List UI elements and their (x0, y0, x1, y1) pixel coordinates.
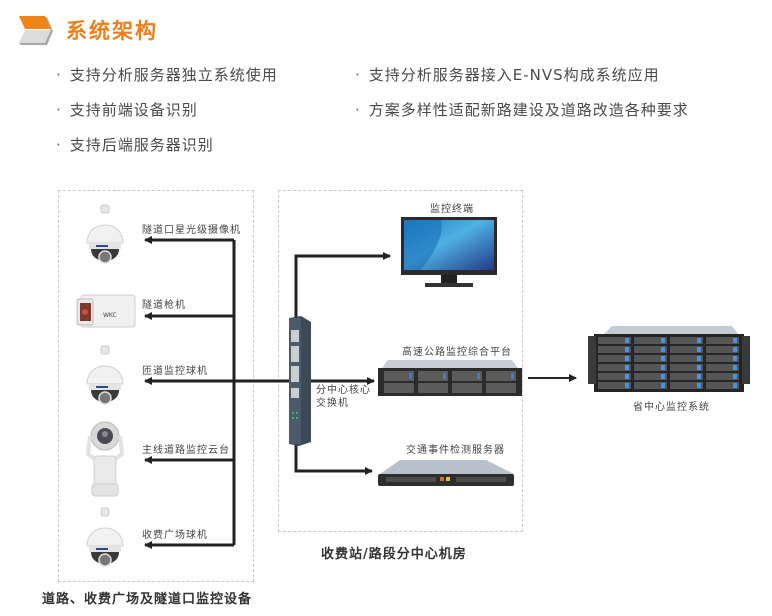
drive-led (733, 365, 737, 370)
feature-item: ·支持前端设备识别 (56, 101, 198, 119)
drive-bay (670, 355, 703, 362)
device-label: 隧道枪机 (142, 300, 186, 311)
drive-bay (706, 373, 739, 380)
device-label: 主线道路监控云台 (142, 445, 230, 456)
platform-label: 高速公路监控综合平台 (402, 347, 512, 358)
drive-bay (634, 355, 667, 362)
svg-text:WKC: WKC (103, 312, 117, 319)
feature-item: ·支持分析服务器接入E-NVS构成系统应用 (355, 66, 660, 84)
drive-led (697, 383, 701, 388)
drive-bay (706, 355, 739, 362)
frontend-group-box (58, 190, 254, 582)
drive-led (697, 347, 701, 352)
switch-label: 分中心核心 交换机 (316, 385, 371, 409)
ptz-camera-icon (85, 420, 125, 502)
dome-camera-icon (83, 507, 127, 578)
monitor-icon (401, 217, 497, 293)
drive-led (661, 347, 665, 352)
event-server-label: 交通事件检测服务器 (406, 445, 505, 456)
drive-bay (670, 382, 703, 389)
drive-bay (598, 337, 631, 344)
drive-bay (634, 364, 667, 371)
feature-item: ·方案多样性适配新路建设及道路改造各种要求 (355, 101, 689, 119)
rack-server-1u-icon (376, 460, 516, 492)
drive-led (625, 365, 629, 370)
drive-bay (598, 373, 631, 380)
drive-bay (634, 373, 667, 380)
drive-led (625, 374, 629, 379)
drive-bay (598, 346, 631, 353)
feature-item: ·支持后端服务器识别 (56, 136, 214, 154)
drive-bay (634, 337, 667, 344)
device-label: 匝道监控球机 (142, 366, 208, 377)
province-label: 省中心监控系统 (633, 402, 710, 413)
station-group-box (278, 190, 523, 532)
drive-led (697, 338, 701, 343)
drive-bay (670, 337, 703, 344)
orange-chevron-icon (17, 14, 55, 46)
drive-led (625, 338, 629, 343)
device-label: 隧道口星光级摄像机 (142, 225, 241, 236)
drive-bay (706, 337, 739, 344)
drive-bay (670, 346, 703, 353)
drive-led (661, 374, 665, 379)
device-label: 收费广场球机 (142, 530, 208, 541)
drive-led (661, 383, 665, 388)
drive-bay (634, 382, 667, 389)
arrow-to-event-server (294, 440, 373, 475)
drive-bay (706, 382, 739, 389)
rack-server-2u-icon (378, 360, 522, 400)
drive-bay (598, 364, 631, 371)
dome-camera-icon (83, 204, 127, 275)
monitor-label: 监控终端 (430, 204, 474, 215)
drive-led (625, 347, 629, 352)
drive-led (661, 365, 665, 370)
drive-led (625, 383, 629, 388)
drive-led (733, 356, 737, 361)
drive-bay (598, 355, 631, 362)
drive-bay (598, 382, 631, 389)
drive-bay (670, 373, 703, 380)
arrow-to-monitor (294, 252, 391, 318)
drive-bay (706, 346, 739, 353)
frontend-group-caption: 道路、收费广场及隧道口监控设备 (42, 592, 253, 607)
drive-led (733, 383, 737, 388)
core-switch-icon (287, 316, 313, 450)
drive-led (733, 338, 737, 343)
drive-led (661, 356, 665, 361)
drive-led (697, 365, 701, 370)
drive-led (733, 374, 737, 379)
drive-led (625, 356, 629, 361)
drive-bay (670, 364, 703, 371)
drive-led (661, 338, 665, 343)
station-group-caption: 收费站/路段分中心机房 (321, 547, 467, 562)
storage-server-4u-icon (588, 326, 752, 396)
drive-bay (634, 346, 667, 353)
drive-led (697, 374, 701, 379)
drive-led (697, 356, 701, 361)
drive-led (733, 347, 737, 352)
box-camera-icon: WKC (75, 293, 137, 337)
feature-item: ·支持分析服务器独立系统使用 (56, 66, 278, 84)
section-title: 系统架构 (66, 19, 158, 43)
drive-bay (706, 364, 739, 371)
dome-camera-icon (83, 345, 127, 416)
